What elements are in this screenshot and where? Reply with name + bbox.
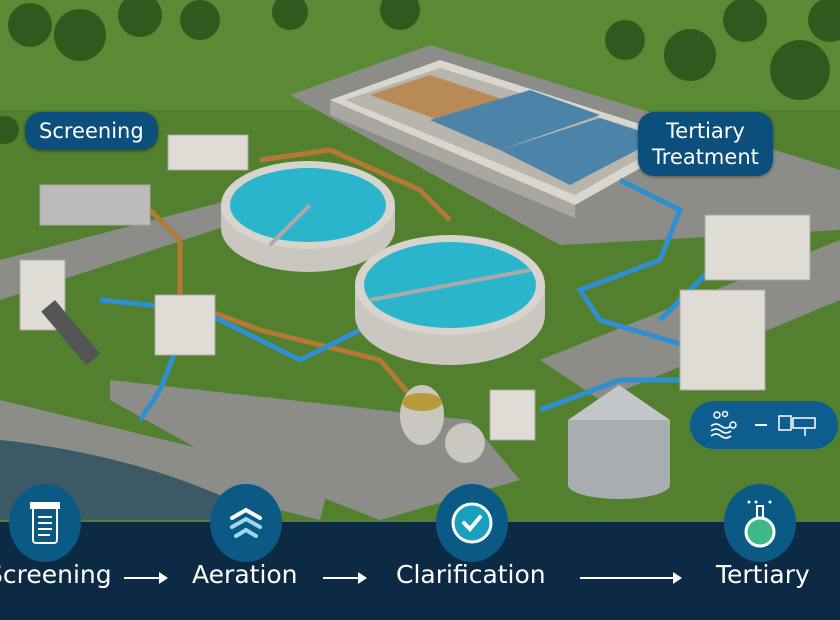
flask-icon [744,500,776,548]
buildings [19,134,811,441]
bubbles-water-icon [710,410,737,439]
screen-conveyor [41,300,100,366]
screening-label-text: Screening [39,119,144,143]
step-icon-aeration [210,484,282,562]
trees [0,0,840,144]
process-flow-band [0,522,840,620]
sludge-tanks [400,385,485,463]
silo [568,385,670,499]
step-label-tertiary: Tertiary [716,560,810,589]
pump-unit-icon [778,415,816,436]
waves-icon [230,507,262,538]
screening-label: Screening [25,112,158,150]
step-label-clarification: Clarification [396,560,546,589]
process-legend-badge [690,401,838,449]
flow-arrow [580,572,682,584]
step-label-screening: Screening [0,560,112,589]
aeration-tank [221,161,395,272]
legend-arrow [755,424,767,426]
step-icon-screening [9,484,81,562]
check-circle-icon [451,502,493,544]
tertiary-label-line1: Tertiary [666,119,745,143]
flow-arrow [124,572,168,584]
step-label-aeration: Aeration [192,560,298,589]
document-list-icon [30,502,60,544]
clarifier-tank [355,235,545,365]
tertiary-label-line2: Treatment [652,145,759,169]
tertiary-basins [330,60,690,218]
tertiary-treatment-label: Tertiary Treatment [638,112,773,176]
step-icon-clarification [436,484,508,562]
step-icon-tertiary [724,484,796,562]
flow-arrow [323,572,367,584]
